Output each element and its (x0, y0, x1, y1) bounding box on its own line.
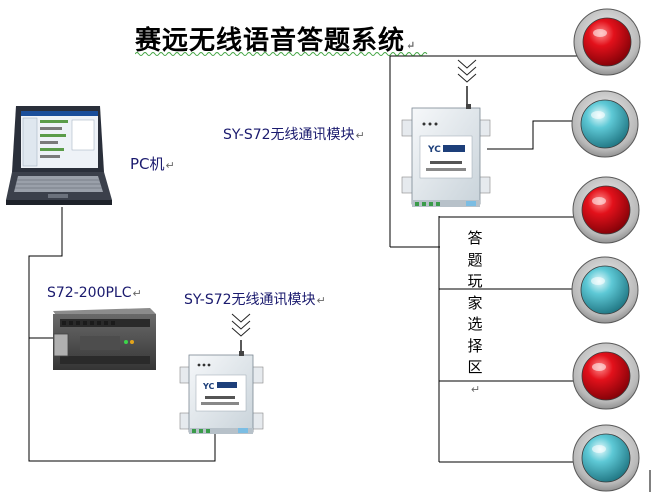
module-bottom-label: SY-S72无线通讯模块↵ (184, 292, 326, 308)
pc-bus-line (28, 207, 216, 462)
wireless-module-bottom-icon: YC (179, 351, 264, 434)
svg-text:YC: YC (202, 382, 215, 391)
top-bus-line (389, 55, 580, 247)
laptop-icon (6, 106, 112, 205)
answer-buttons (571, 8, 641, 492)
antenna-top-icon (457, 59, 477, 108)
player-answer-zone-label: 答 题 玩 家 选 择 区↵ (467, 229, 483, 396)
answer-button-3-red (572, 176, 640, 244)
answer-button-1-red (573, 8, 641, 76)
answer-button-6-cyan (572, 424, 640, 492)
module-link-line (487, 120, 583, 150)
module-top-label: SY-S72无线通讯模块↵ (223, 127, 365, 143)
answer-button-2-cyan (571, 90, 639, 158)
title-spellcheck-underline (135, 52, 428, 56)
antenna-bottom-icon (231, 313, 251, 356)
pc-label: PC机↵ (130, 155, 175, 173)
plc-label: S72-200PLC↵ (47, 285, 142, 301)
svg-text:YC: YC (427, 145, 441, 155)
wireless-module-top-icon: YC (401, 104, 491, 207)
connection-lines (28, 55, 596, 463)
plc-icon (53, 308, 156, 370)
answer-button-4-cyan (571, 256, 639, 324)
page-title: 赛远无线语音答题系统↵ (135, 26, 417, 56)
answer-button-5-red (572, 342, 640, 410)
